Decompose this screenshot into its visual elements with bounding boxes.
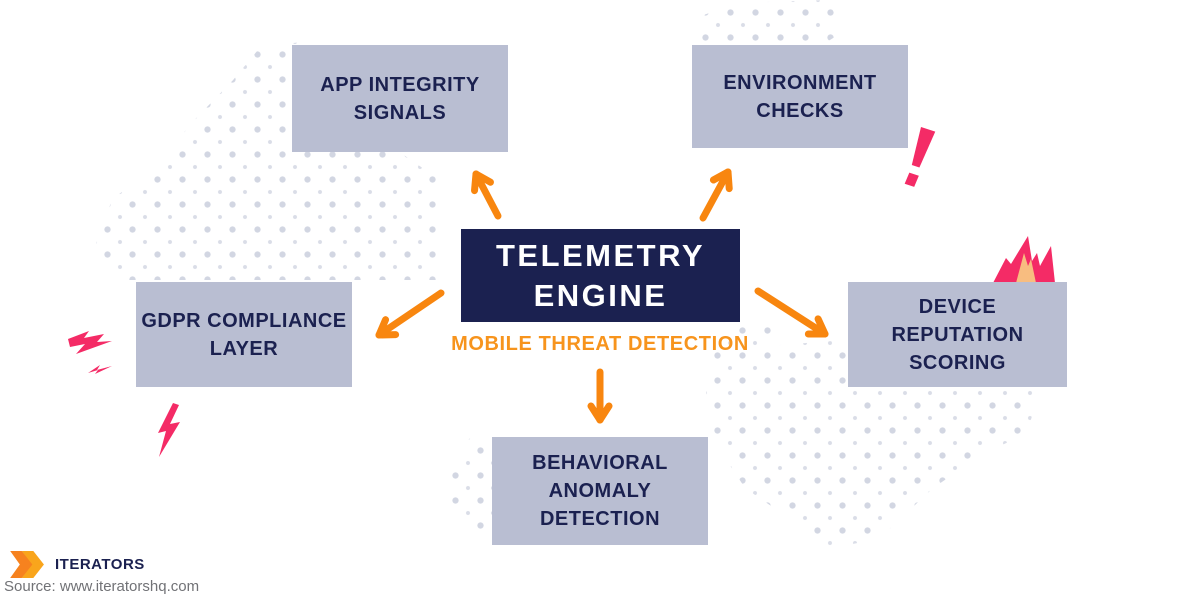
brand-name: ITERATORS: [55, 556, 145, 573]
arrow-to-app-integrity: [471, 170, 502, 220]
lightning-bolt-icon: [68, 331, 112, 354]
node-behavioral-anomaly-detection: BEHAVIORAL ANOMALY DETECTION: [492, 437, 708, 545]
flame-icon: [993, 236, 1055, 283]
lightning-bolt-icon: [158, 403, 180, 457]
node-app-integrity-signals: APP INTEGRITY SIGNALS: [292, 45, 508, 152]
arrow-to-gdpr: [375, 289, 445, 339]
arrow-to-environment-checks: [699, 168, 733, 222]
source-text: Source: www.iteratorshq.com: [4, 578, 200, 595]
iterators-logo: ITERATORS: [10, 551, 145, 578]
lightning-bolt-icon: [88, 365, 112, 374]
engine-subtitle: MOBILE THREAT DETECTION: [451, 333, 749, 355]
telemetry-engine-box: TELEMETRY ENGINE: [461, 229, 740, 322]
node-environment-checks: ENVIRONMENT CHECKS: [692, 45, 908, 148]
node-device-reputation-scoring: DEVICE REPUTATION SCORING: [848, 282, 1067, 387]
node-gdpr-compliance-layer: GDPR COMPLIANCE LAYER: [136, 282, 352, 387]
iterators-logo-icon: [10, 551, 44, 578]
